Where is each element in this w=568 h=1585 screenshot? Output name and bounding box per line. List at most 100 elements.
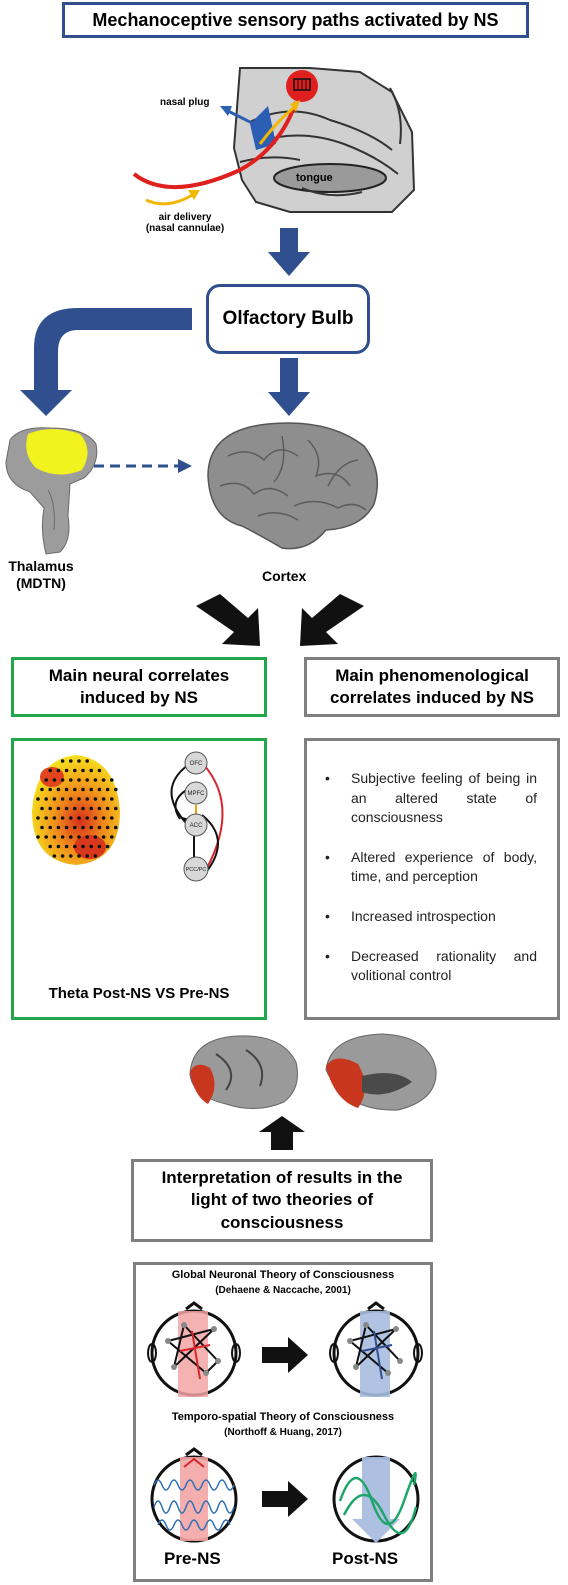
tst-reference: (Northoff & Huang, 2017) <box>224 1427 342 1438</box>
theories-box: Global Neuronal Theory of Consciousness … <box>133 1262 433 1582</box>
eeg-electrode <box>101 816 106 820</box>
arrow-down-to-bulb <box>268 228 310 276</box>
eeg-electrode <box>85 835 89 839</box>
arrow-down-to-cortex <box>268 358 310 416</box>
node-acc: ACC <box>190 823 203 829</box>
tst-diagram <box>150 1447 420 1543</box>
eeg-electrode <box>64 768 69 773</box>
eeg-electrode <box>60 759 65 763</box>
eeg-electrode <box>114 806 118 811</box>
interpretation-line1: Interpretation of results in the <box>161 1168 403 1188</box>
pre-ns-label: Pre-NS <box>164 1549 221 1568</box>
eeg-electrode <box>85 759 89 763</box>
gnt-title: Global Neuronal Theory of Consciousness <box>171 1269 395 1281</box>
nasal-plug-label: nasal plug <box>160 97 210 108</box>
phenom-title-line1: Main phenomenological <box>335 665 529 685</box>
eeg-electrode <box>77 778 81 782</box>
eeg-electrode <box>56 768 61 773</box>
thalamus-abbrev: (MDTN) <box>16 574 66 591</box>
eeg-electrode <box>73 806 77 811</box>
cortex-label: Cortex <box>262 568 307 584</box>
eeg-electrode <box>60 854 65 858</box>
eeg-electrode <box>56 787 61 792</box>
eeg-electrode <box>97 844 102 849</box>
air-delivery-label: air delivery (nasal cannulae) <box>130 212 240 234</box>
tongue-label: tongue <box>296 172 333 184</box>
neural-caption: Theta Post-NS VS Pre-NS <box>48 985 230 1002</box>
eeg-electrode <box>48 806 52 811</box>
eeg-electrode <box>52 816 57 820</box>
eeg-electrode <box>69 835 73 839</box>
eeg-electrode <box>105 787 110 792</box>
black-arrow-right <box>300 594 364 646</box>
node-mpfc: MPFC <box>188 791 206 797</box>
phenom-title-line2: correlates induced by NS <box>329 688 535 707</box>
node-pcc: PCC/PC <box>186 867 207 873</box>
eeg-electrode <box>110 816 114 820</box>
eeg-electrode <box>89 806 93 811</box>
phenom-bullet: Subjective feeling of being in an altere… <box>307 769 537 828</box>
eeg-electrode <box>69 759 73 763</box>
eeg-electrode <box>64 787 69 792</box>
interpretation-line3: consciousness <box>220 1212 344 1232</box>
phenom-bullet-list: Subjective feeling of being in an altere… <box>307 769 537 986</box>
eeg-electrode <box>89 825 93 830</box>
eeg-electrode <box>48 844 52 849</box>
eeg-electrode <box>93 835 98 839</box>
eeg-electrode <box>36 816 40 820</box>
eeg-electrode <box>97 825 102 830</box>
eeg-electrode <box>105 806 110 811</box>
eeg-electrode <box>64 844 69 849</box>
eeg-electrode <box>40 806 44 811</box>
eeg-electrode <box>64 806 69 811</box>
phenom-bullet: Altered experience of body, time, and pe… <box>307 848 537 887</box>
eeg-electrode <box>97 806 102 811</box>
eeg-electrode <box>89 768 93 773</box>
eeg-electrode <box>52 778 57 782</box>
thalamus-illustration <box>5 427 98 555</box>
eeg-electrode <box>89 844 93 849</box>
eeg-electrode <box>105 844 110 849</box>
eeg-electrode <box>69 854 73 858</box>
eeg-electrode <box>56 806 61 811</box>
network-diagram: OFC MPFC ACC PCC/PC <box>170 751 224 882</box>
eeg-electrode <box>85 797 89 801</box>
tst-title: Temporo-spatial Theory of Consciousness <box>171 1411 395 1423</box>
gnt-reference: (Dehaene & Naccache, 2001) <box>215 1285 351 1296</box>
neural-title-line1: Main neural correlates <box>48 665 230 685</box>
eeg-electrode <box>73 844 77 849</box>
eeg-electrode <box>73 825 77 830</box>
interpretation-line2: light of two theories of <box>190 1190 374 1210</box>
eeg-electrode <box>48 768 52 773</box>
arrow-curve-to-thalamus <box>20 308 192 416</box>
phenom-title-box: Main phenomenological correlates induced… <box>304 657 560 717</box>
eeg-electrode <box>69 797 73 801</box>
eeg-electrode <box>52 797 57 801</box>
thalamus-label: Thalamus (MDTN) <box>0 558 82 592</box>
eeg-electrode <box>77 835 81 839</box>
node-ofc: OFC <box>190 761 203 767</box>
eeg-electrode <box>64 825 69 830</box>
eeg-electrode <box>73 768 77 773</box>
phenom-bullet: Increased introspection <box>307 907 537 927</box>
eeg-electrode <box>81 806 85 811</box>
eeg-electrode <box>77 759 81 763</box>
eeg-electrode <box>56 844 61 849</box>
eeg-electrode <box>60 816 65 820</box>
neural-correlates-box: OFC MPFC ACC PCC/PC Theta Post-NS VS Pre… <box>11 738 267 1020</box>
thalamus-name: Thalamus <box>8 558 74 574</box>
eeg-electrode <box>93 797 98 801</box>
eeg-electrode <box>81 844 85 849</box>
gnt-diagram <box>147 1301 423 1397</box>
eeg-electrode <box>105 825 110 830</box>
eeg-electrode <box>101 778 106 782</box>
eeg-electrode <box>110 797 114 801</box>
interpretation-box: Interpretation of results in the light o… <box>131 1159 433 1242</box>
cortex-brain-illustration <box>207 422 379 550</box>
eeg-electrode <box>44 797 48 801</box>
phenom-correlates-box: Subjective feeling of being in an altere… <box>304 738 560 1020</box>
eeg-electrode <box>60 778 65 782</box>
eeg-electrode <box>85 778 89 782</box>
page-title: Mechanoceptive sensory paths activated b… <box>62 2 529 38</box>
eeg-electrode <box>69 816 73 820</box>
